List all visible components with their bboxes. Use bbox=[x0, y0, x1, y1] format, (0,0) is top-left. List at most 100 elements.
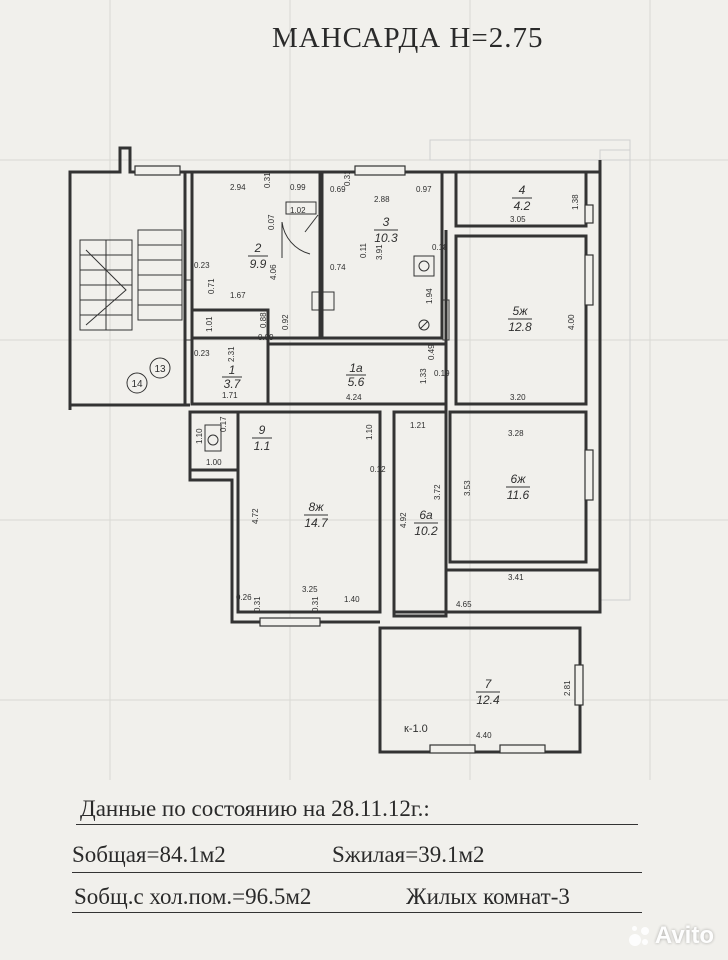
living-rooms-count: Жилых комнат-3 bbox=[406, 884, 570, 909]
dim: 3.28 bbox=[508, 429, 524, 438]
dim: 2.31 bbox=[227, 346, 236, 362]
dim: 0.99 bbox=[290, 183, 306, 192]
wall-room-9 bbox=[188, 410, 240, 472]
dim: 0.31 bbox=[263, 172, 272, 188]
room-8-number: 8ж bbox=[309, 500, 325, 514]
room-2-area: 9.9 bbox=[250, 257, 267, 271]
window bbox=[584, 254, 594, 306]
sink-icon bbox=[418, 319, 430, 331]
wall-room-2 bbox=[190, 170, 322, 340]
marker-13: 13 bbox=[154, 364, 166, 375]
dim: 0.23 bbox=[194, 261, 210, 270]
dim: 0.17 bbox=[219, 416, 228, 432]
dim: 4.24 bbox=[346, 393, 362, 402]
dim: 1.67 bbox=[230, 291, 246, 300]
room-1-area: 3.7 bbox=[224, 377, 242, 391]
dim: 0.31 bbox=[343, 170, 352, 186]
dim: 3.25 bbox=[302, 585, 318, 594]
room-6a-area: 10.2 bbox=[414, 524, 438, 538]
dim: 2.81 bbox=[563, 680, 572, 696]
dim: 0.11 bbox=[359, 242, 368, 258]
dim: 4.40 bbox=[476, 731, 492, 740]
window bbox=[499, 744, 546, 754]
dim: 0.12 bbox=[370, 465, 386, 474]
wall-stair-block bbox=[68, 146, 185, 410]
marker-circle-13 bbox=[149, 357, 171, 379]
dim: 2.88 bbox=[374, 195, 390, 204]
area-summary: Данные по состоянию на 28.11.12г.: Sобща… bbox=[0, 780, 728, 960]
dim: 0.69 bbox=[330, 185, 346, 194]
dim: 3.91 bbox=[375, 244, 384, 260]
avito-logo-icon bbox=[628, 925, 651, 947]
room-9-area: 1.1 bbox=[254, 439, 271, 453]
dim: 1.02 bbox=[290, 206, 306, 215]
balcony-label: к-1.0 bbox=[404, 723, 428, 735]
dim: 1.71 bbox=[222, 391, 238, 400]
dim: 1.10 bbox=[365, 424, 374, 440]
dim: 1.10 bbox=[195, 428, 204, 444]
dim: 0.19 bbox=[434, 369, 450, 378]
dim: 0.31 bbox=[311, 596, 320, 612]
dim: 1.01 bbox=[205, 316, 214, 332]
dim: 1.00 bbox=[206, 458, 222, 467]
dim: 1.38 bbox=[571, 194, 580, 210]
dim: 3.20 bbox=[510, 393, 526, 402]
room-6-area: 11.6 bbox=[507, 488, 530, 502]
dim: 0.92 bbox=[281, 314, 290, 330]
dim: 3.41 bbox=[508, 573, 524, 582]
room-1a-area: 5.6 bbox=[348, 375, 365, 389]
dim: 2.94 bbox=[230, 183, 246, 192]
room-5-area: 12.8 bbox=[508, 320, 532, 334]
dim: 4.65 bbox=[456, 600, 472, 609]
dim: 1.40 bbox=[344, 595, 360, 604]
dim: 0.31 bbox=[253, 596, 262, 612]
dim: 0.74 bbox=[330, 263, 346, 272]
dim: 3.53 bbox=[463, 480, 472, 496]
date-line: Данные по состоянию на 28.11.12г.: bbox=[80, 796, 430, 821]
dim: 0.09 bbox=[258, 333, 274, 342]
room-1a-number: 1а bbox=[349, 361, 363, 375]
room-2-number: 2 bbox=[254, 241, 262, 255]
room-4-number: 4 bbox=[519, 183, 526, 197]
dim: 4.06 bbox=[269, 264, 278, 280]
staircase bbox=[79, 229, 183, 331]
dim: 3.05 bbox=[510, 215, 526, 224]
dim: 0.88 bbox=[259, 312, 268, 328]
dim: 0.07 bbox=[267, 214, 276, 230]
room-3-area: 10.3 bbox=[374, 231, 398, 245]
dim: 4.92 bbox=[399, 512, 408, 528]
window bbox=[584, 449, 594, 501]
room-7-area: 12.4 bbox=[476, 693, 500, 707]
dim: 0.26 bbox=[236, 593, 252, 602]
dim: 0.49 bbox=[427, 344, 436, 360]
window bbox=[584, 204, 594, 224]
dim: 0.18 bbox=[432, 243, 448, 252]
room-3-number: 3 bbox=[383, 215, 390, 229]
wall-room-1 bbox=[190, 308, 270, 406]
wall-room-5 bbox=[454, 234, 588, 406]
room-8-area: 14.7 bbox=[304, 516, 329, 530]
room-5-number: 5ж bbox=[513, 304, 529, 318]
avito-text: Avito bbox=[654, 922, 714, 949]
dim: 4.00 bbox=[567, 314, 576, 330]
total-cold-area: Sобщ.с хол.пом.=96.5м2 bbox=[74, 884, 312, 909]
marker-circle-14 bbox=[126, 372, 148, 394]
dim: 1.33 bbox=[419, 368, 428, 384]
window bbox=[429, 744, 476, 754]
stove-icon bbox=[413, 255, 435, 277]
avito-watermark: Avito bbox=[628, 922, 714, 950]
dim: 1.21 bbox=[410, 421, 426, 430]
room-7-number: 7 bbox=[485, 677, 493, 691]
window bbox=[259, 617, 321, 627]
plan-title: МАНСАРДА Н=2.75 bbox=[272, 22, 544, 54]
room-4-area: 4.2 bbox=[514, 199, 531, 213]
room-6-number: 6ж bbox=[511, 472, 527, 486]
living-area: Sжилая=39.1м2 bbox=[332, 842, 485, 867]
dim: 0.23 bbox=[194, 349, 210, 358]
dim: 4.72 bbox=[251, 508, 260, 524]
marker-14: 14 bbox=[131, 379, 143, 390]
room-6a-number: 6а bbox=[419, 508, 433, 522]
toilet-icon bbox=[204, 424, 222, 452]
dim: 1.94 bbox=[425, 288, 434, 304]
dimension-labels: 2.94 0.31 0.99 1.02 0.07 4.06 0.23 0.71 … bbox=[194, 170, 580, 740]
